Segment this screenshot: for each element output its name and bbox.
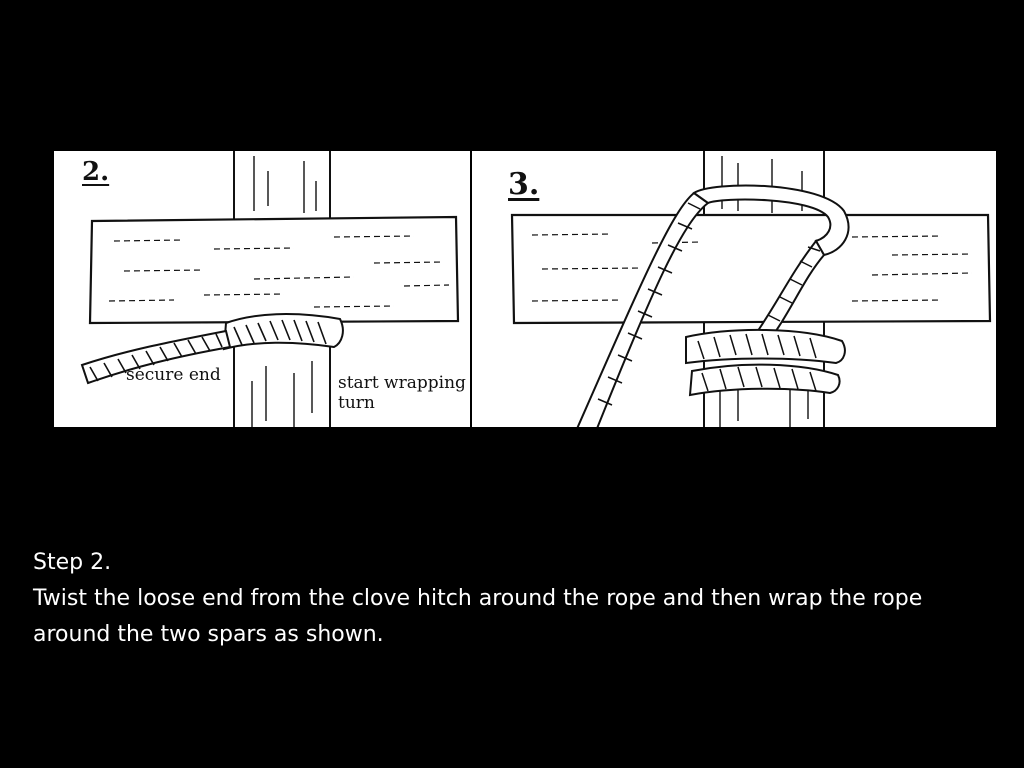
rope-coil-icon <box>685 328 846 397</box>
rope-coil-icon <box>80 313 344 385</box>
label-start-wrapping-turn: start wrapping turn <box>338 373 466 413</box>
rope-wrap-diagonal <box>576 184 850 427</box>
horizontal-spar <box>88 215 460 325</box>
caption-body: Twist the loose end from the clove hitch… <box>33 586 923 647</box>
lashing-illustration-step-2 <box>80 151 460 427</box>
horizontal-spar-3 <box>510 213 992 325</box>
lashing-illustration-step-3 <box>510 151 992 427</box>
diagram-panel-step-3: 3. <box>472 151 996 427</box>
step-number-3: 3. <box>508 167 540 202</box>
step-number-2: 2. <box>82 157 110 187</box>
label-secure-end: secure end <box>126 365 221 385</box>
caption-heading: Step 2. <box>33 550 112 575</box>
diagram-panel-step-2: 2. secure end start wrapping turn <box>54 151 470 427</box>
caption: Step 2. Twist the loose end from the clo… <box>33 545 1003 653</box>
